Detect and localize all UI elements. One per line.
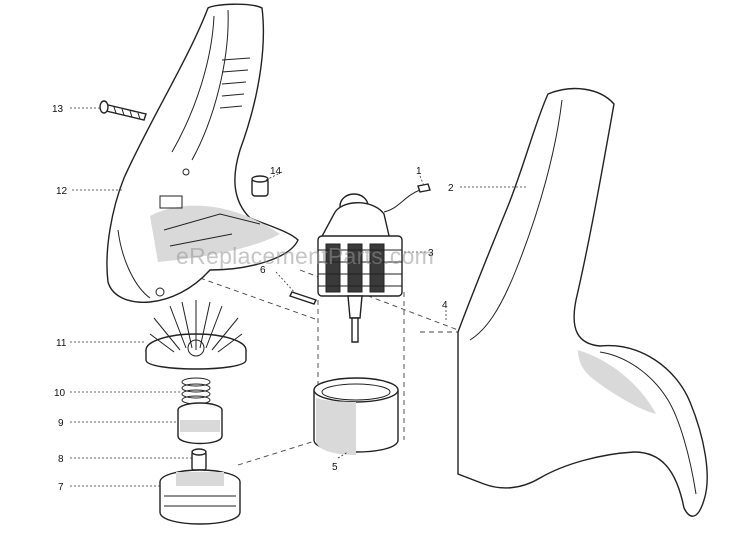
watermark-text: eReplacementParts.com [176, 243, 435, 269]
part-10-spring [181, 377, 211, 405]
callout-10: 10 [54, 388, 66, 399]
callout-14: 14 [270, 166, 282, 177]
callout-8: 8 [58, 454, 64, 465]
callout-13: 13 [52, 104, 64, 115]
callout-4: 4 [442, 300, 448, 311]
callout-3: 3 [428, 248, 434, 259]
callout-5: 5 [332, 462, 338, 473]
part-9-spool-hub [177, 402, 223, 445]
part-6-pin [289, 291, 317, 305]
part-7-spool-base [159, 469, 241, 525]
callout-7: 7 [58, 482, 64, 493]
part-11-fan [145, 300, 247, 370]
callout-2: 2 [448, 183, 454, 194]
callout-12: 12 [56, 186, 68, 197]
part-12-upper-housing [106, 3, 299, 303]
callout-labels: 13 12 14 1 2 3 4 6 5 11 10 9 8 7 [52, 104, 454, 493]
callout-6: 6 [260, 265, 266, 276]
part-13-screw [99, 100, 147, 121]
callout-1: 1 [416, 166, 422, 177]
part-2-guard-housing [457, 87, 708, 517]
part-8-shaft [191, 448, 207, 471]
part-14-cap [251, 175, 269, 197]
part-5-ring [313, 377, 399, 455]
part-1-connector [417, 183, 431, 193]
leader-lines [70, 107, 526, 487]
part-3-motor [317, 189, 421, 343]
callout-9: 9 [58, 418, 64, 429]
callout-11: 11 [56, 338, 67, 349]
